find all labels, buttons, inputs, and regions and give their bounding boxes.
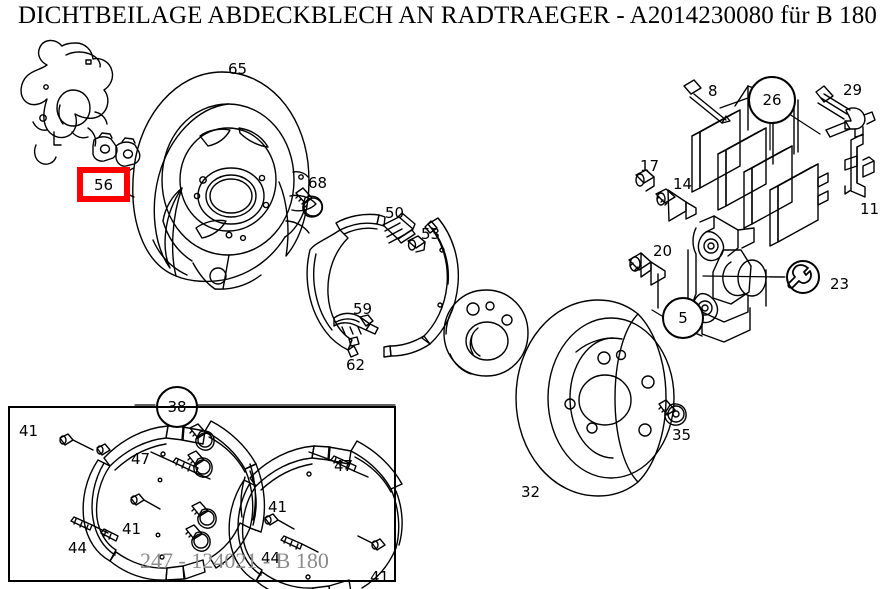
caliper-mount-bolt-20 bbox=[628, 252, 666, 309]
parking-brake-shoe-rear bbox=[383, 217, 460, 358]
inset-loose-screws bbox=[185, 423, 217, 552]
pad-retaining-spring-11 bbox=[844, 133, 875, 198]
backing-plate-screw-68 bbox=[295, 187, 324, 218]
guide-bolt-14 bbox=[655, 188, 697, 222]
callout-65: 65 bbox=[228, 60, 248, 78]
callout-53: 53 bbox=[421, 225, 441, 243]
retaining-clip-62 bbox=[348, 336, 360, 347]
callout-14: 14 bbox=[673, 175, 693, 193]
brake-disc-rotor-32 bbox=[515, 299, 675, 497]
part-56-cover-plate-shims bbox=[92, 132, 141, 167]
catalog-watermark: 247 - 124021 - B 180 bbox=[140, 548, 329, 573]
callout-41-a: 41 bbox=[19, 422, 39, 440]
callout-68: 68 bbox=[308, 174, 328, 192]
brake-backing-plate-65 bbox=[123, 71, 317, 290]
callout-41-b: 41 bbox=[122, 520, 142, 538]
adjuster-springs bbox=[70, 516, 319, 553]
highlighted-part-56-label: 56 bbox=[93, 175, 114, 194]
callout-47-a: 47 bbox=[131, 450, 151, 468]
wrench-icon bbox=[786, 260, 820, 294]
shoe-spreader-lever-59 bbox=[333, 312, 379, 335]
callout-23: 23 bbox=[830, 275, 850, 293]
parking-brake-kit-right-assembly bbox=[228, 440, 403, 589]
callout-17: 17 bbox=[640, 157, 660, 175]
page-title: DICHTBEILAGE ABDECKBLECH AN RADTRAEGER -… bbox=[18, 2, 877, 29]
shoe-return-spring-left-art bbox=[96, 443, 211, 480]
circled-ref-26: 26 bbox=[748, 76, 796, 124]
shoe-return-spring-right-art bbox=[308, 451, 369, 478]
callout-50: 50 bbox=[385, 204, 405, 222]
leader-lines bbox=[134, 97, 821, 406]
callout-59: 59 bbox=[353, 300, 373, 318]
brake-adjuster-50 bbox=[382, 212, 416, 244]
callout-44-a: 44 bbox=[68, 539, 88, 557]
callout-8: 8 bbox=[708, 82, 718, 100]
guide-pin-bolt-8 bbox=[683, 79, 731, 124]
hold-down-pins bbox=[59, 433, 386, 551]
pad-wear-sensor-29 bbox=[815, 85, 876, 138]
callout-44-b: 44 bbox=[261, 549, 281, 567]
inset-panel-38 bbox=[8, 406, 396, 582]
highlighted-part-56-box[interactable]: 56 bbox=[77, 167, 130, 202]
special-tool-symbol bbox=[785, 259, 821, 295]
callout-29: 29 bbox=[843, 81, 863, 99]
parking-brake-shoe-front bbox=[306, 213, 386, 358]
adjuster-sleeve-53 bbox=[407, 235, 426, 253]
bushing-17 bbox=[635, 169, 655, 192]
wheel-hub-flange bbox=[443, 289, 529, 377]
callout-32: 32 bbox=[521, 483, 541, 501]
callout-35: 35 bbox=[672, 426, 692, 444]
circled-ref-26-label: 26 bbox=[762, 91, 782, 109]
steering-knuckle bbox=[20, 39, 114, 165]
circled-ref-5: 5 bbox=[662, 297, 704, 339]
callout-41-c: 41 bbox=[268, 498, 288, 516]
parking-brake-kit-right-main bbox=[249, 463, 257, 521]
callout-47-b: 47 bbox=[334, 457, 354, 475]
callout-62: 62 bbox=[346, 356, 366, 374]
circled-ref-5-label: 5 bbox=[678, 309, 688, 327]
callout-20: 20 bbox=[653, 242, 673, 260]
callout-11: 11 bbox=[860, 200, 880, 218]
rotor-locating-screw-35 bbox=[658, 399, 687, 426]
